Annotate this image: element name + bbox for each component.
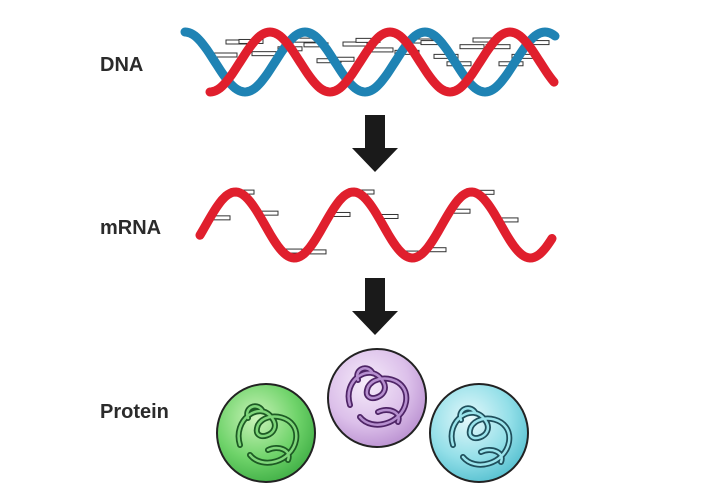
mrna-red-strand xyxy=(195,187,557,263)
down-arrow-2-icon xyxy=(352,278,398,335)
protein-green-icon xyxy=(216,383,316,483)
base-pair-rung xyxy=(459,44,485,50)
dna-label: DNA xyxy=(100,54,144,76)
mrna-strand xyxy=(195,187,557,263)
mrna-label: mRNA xyxy=(100,217,162,239)
dna-red-strand xyxy=(205,27,559,97)
base-pair-rung xyxy=(251,51,277,57)
protein-label: Protein xyxy=(100,401,169,423)
protein-cyan-icon xyxy=(429,383,529,483)
dna-helix xyxy=(180,27,560,97)
down-arrow-1-icon xyxy=(352,115,398,172)
protein-purple-icon xyxy=(327,348,427,448)
dna-blue-strand xyxy=(180,27,560,97)
dna-base-pairs xyxy=(212,37,550,67)
